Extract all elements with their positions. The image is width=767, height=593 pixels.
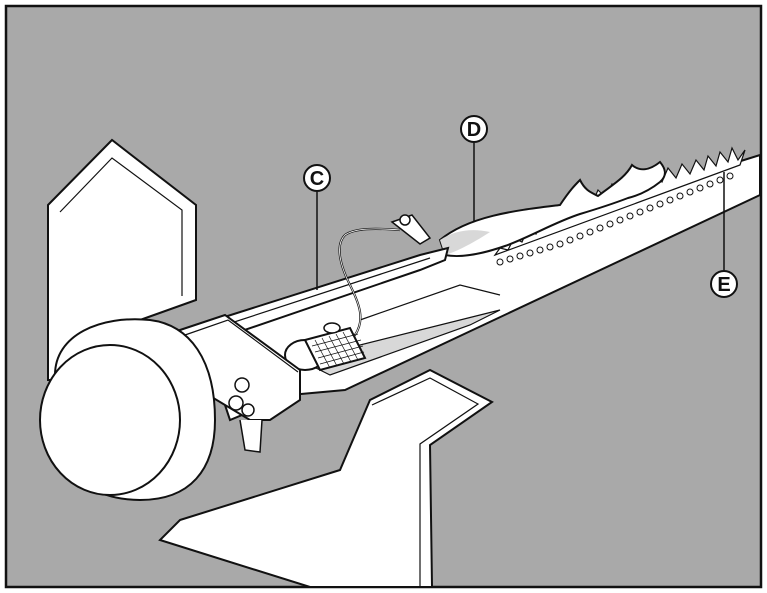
burner-ports: [496, 172, 734, 266]
callout-e-circle: [710, 270, 738, 298]
flame-left-shadow: [440, 230, 490, 255]
callout-e: E: [710, 172, 738, 298]
control-knob: [39, 318, 217, 502]
grill-wall-left-edge: [59, 157, 183, 296]
venturi-mesh: [284, 322, 367, 372]
valve-block-edge: [184, 319, 299, 373]
burner-tube-crease: [359, 284, 501, 321]
valve-ports: [228, 377, 255, 417]
ignitor-bracket-edge: [224, 257, 431, 326]
callout-d-circle: [460, 115, 488, 143]
flame-large: [438, 160, 666, 257]
callout-d-label: D: [467, 119, 481, 141]
grill-wall-bottom-edge: [371, 377, 480, 587]
grill-wall-bottom: [158, 368, 494, 588]
callout-c-circle: [303, 164, 331, 192]
valve-leg: [239, 419, 263, 453]
callout-c-label: C: [310, 168, 324, 190]
electrode-screw: [399, 214, 411, 226]
callout-e-label: E: [717, 274, 730, 296]
callout-d: D: [460, 115, 488, 222]
callout-c: C: [303, 164, 331, 290]
